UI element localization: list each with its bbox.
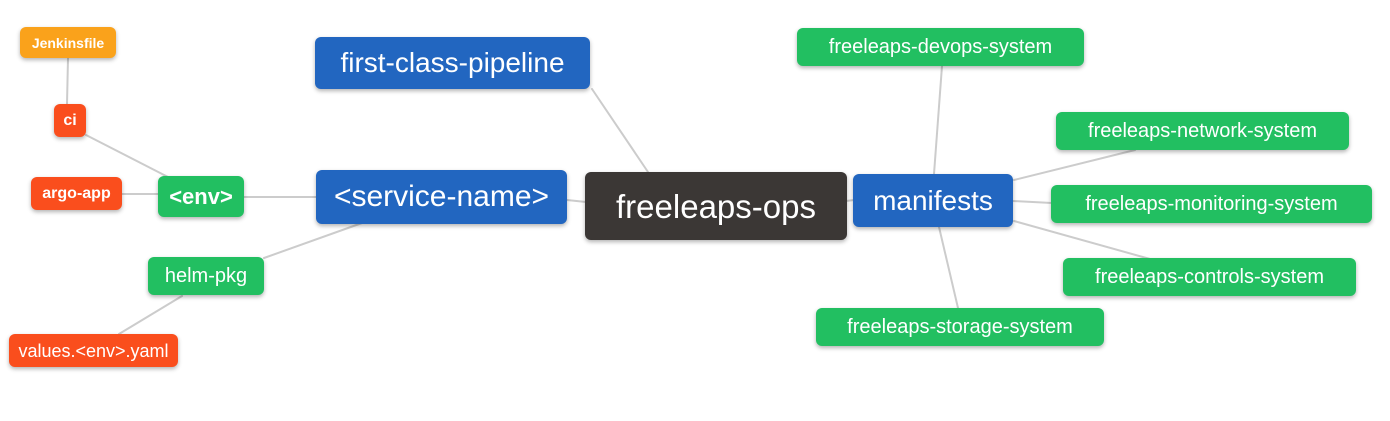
node-jenkinsfile[interactable]: Jenkinsfile bbox=[20, 27, 116, 58]
node-env[interactable]: <env> bbox=[158, 176, 244, 217]
node-label-env: <env> bbox=[169, 183, 233, 209]
node-freeleaps-storage-system[interactable]: freeleaps-storage-system bbox=[816, 308, 1104, 346]
node-label-freeleaps-network-system: freeleaps-network-system bbox=[1088, 120, 1317, 142]
node-manifests[interactable]: manifests bbox=[853, 174, 1013, 227]
edge-first-class-pipeline-to-freeleaps-ops bbox=[591, 88, 649, 173]
node-first-class-pipeline[interactable]: first-class-pipeline bbox=[315, 37, 590, 89]
node-label-first-class-pipeline: first-class-pipeline bbox=[340, 47, 565, 78]
node-label-manifests: manifests bbox=[873, 184, 993, 216]
edge-values-env-yaml-to-helm-pkg bbox=[118, 295, 183, 335]
node-label-freeleaps-devops-system: freeleaps-devops-system bbox=[828, 36, 1053, 58]
node-label-freeleaps-monitoring-system: freeleaps-monitoring-system bbox=[1085, 193, 1338, 215]
edge-manifests-to-freeleaps-network-system bbox=[1013, 149, 1136, 181]
edge-manifests-to-freeleaps-storage-system bbox=[938, 226, 959, 309]
node-service-name[interactable]: <service-name> bbox=[316, 170, 567, 224]
node-label-freeleaps-storage-system: freeleaps-storage-system bbox=[847, 316, 1073, 338]
node-freeleaps-controls-system[interactable]: freeleaps-controls-system bbox=[1063, 258, 1356, 296]
node-values-env-yaml[interactable]: values.<env>.yaml bbox=[9, 334, 178, 367]
node-label-jenkinsfile: Jenkinsfile bbox=[31, 34, 105, 51]
edge-manifests-to-freeleaps-controls-system bbox=[1013, 220, 1151, 260]
node-label-freeleaps-ops: freeleaps-ops bbox=[616, 187, 816, 225]
edge-manifests-to-freeleaps-devops-system bbox=[933, 65, 943, 175]
edge-helm-pkg-to-service-name bbox=[263, 222, 363, 259]
node-label-service-name: <service-name> bbox=[333, 180, 550, 213]
node-freeleaps-devops-system[interactable]: freeleaps-devops-system bbox=[797, 28, 1084, 66]
edge-jenkinsfile-to-ci bbox=[66, 57, 69, 105]
edge-ci-to-env bbox=[85, 134, 169, 178]
edge-service-name-to-freeleaps-ops bbox=[566, 199, 587, 203]
node-ci[interactable]: ci bbox=[54, 104, 86, 137]
edge-manifests-to-freeleaps-monitoring-system bbox=[1012, 200, 1053, 204]
node-helm-pkg[interactable]: helm-pkg bbox=[148, 257, 264, 295]
node-label-freeleaps-controls-system: freeleaps-controls-system bbox=[1095, 266, 1324, 288]
node-freeleaps-monitoring-system[interactable]: freeleaps-monitoring-system bbox=[1051, 185, 1372, 223]
node-label-argo-app: argo-app bbox=[42, 184, 111, 202]
node-label-values-env-yaml: values.<env>.yaml bbox=[18, 340, 169, 361]
node-freeleaps-ops[interactable]: freeleaps-ops bbox=[585, 172, 847, 240]
node-label-ci: ci bbox=[63, 111, 77, 129]
node-freeleaps-network-system[interactable]: freeleaps-network-system bbox=[1056, 112, 1349, 150]
node-argo-app[interactable]: argo-app bbox=[31, 177, 122, 210]
node-label-helm-pkg: helm-pkg bbox=[164, 265, 248, 287]
